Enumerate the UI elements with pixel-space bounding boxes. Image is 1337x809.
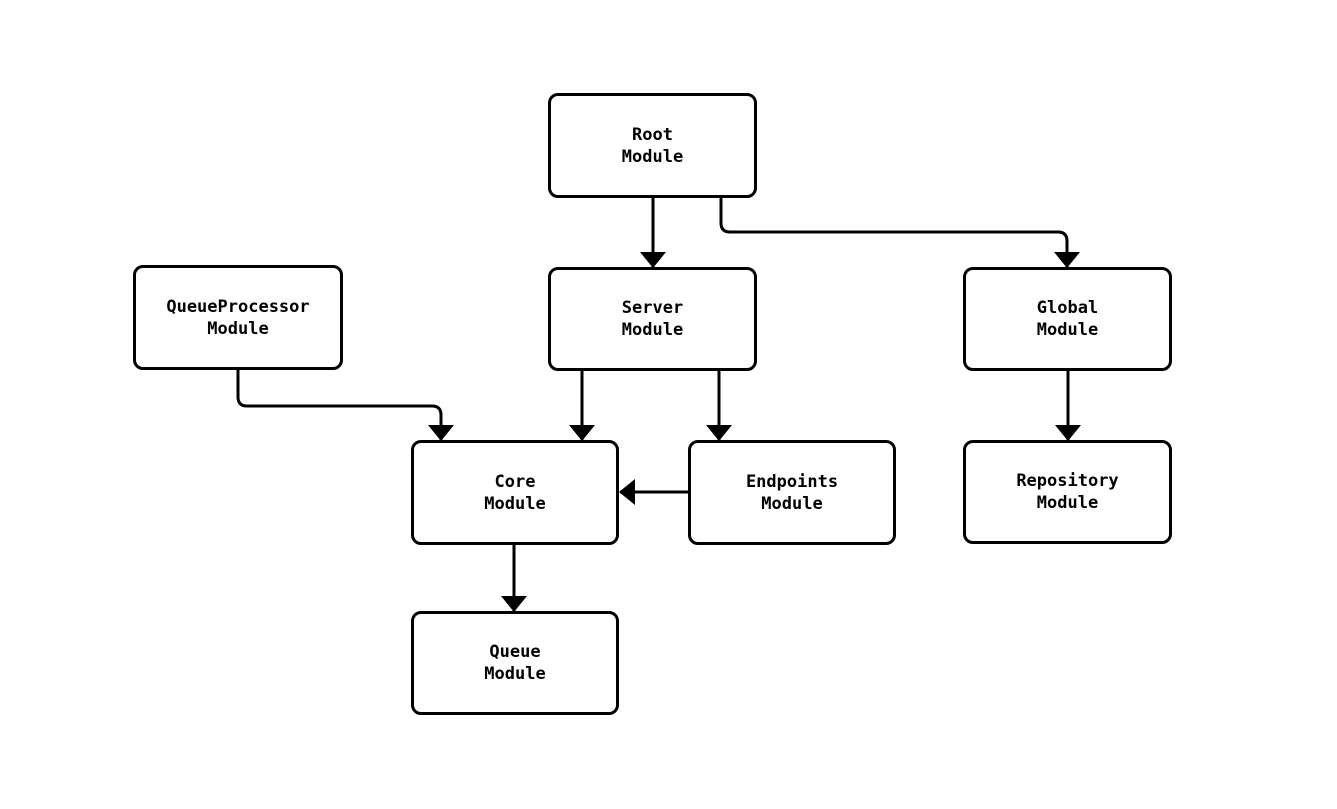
node-repository-label-line: Module <box>1036 493 1099 513</box>
node-repository-label-line: Repository <box>1016 471 1119 491</box>
node-server-label-line: Module <box>621 320 684 340</box>
node-root-label-line: Module <box>621 146 684 167</box>
node-queue-label-line: Queue <box>489 642 541 662</box>
node-endpoints-label-line: Module <box>761 493 823 514</box>
node-root-label-line: Root <box>632 124 673 145</box>
edge-root-to-global <box>719 198 1080 268</box>
edge-queueprocessor-to-core <box>236 370 454 441</box>
node-queueprocessor-label-line: QueueProcessor <box>166 296 310 317</box>
node-global-label-line: Module <box>1036 320 1099 340</box>
node-global-label-line: Global <box>1036 298 1099 318</box>
node-queue-label-line: Module <box>484 664 546 684</box>
node-queueprocessor-label-line: Module <box>207 318 269 339</box>
edges-group <box>236 198 1081 612</box>
node-core-label-line: Core <box>494 471 536 492</box>
node-core-label-line: Module <box>484 493 546 514</box>
node-server-label-line: Server <box>621 298 684 318</box>
node-endpoints-label-line: Endpoints <box>745 471 839 492</box>
